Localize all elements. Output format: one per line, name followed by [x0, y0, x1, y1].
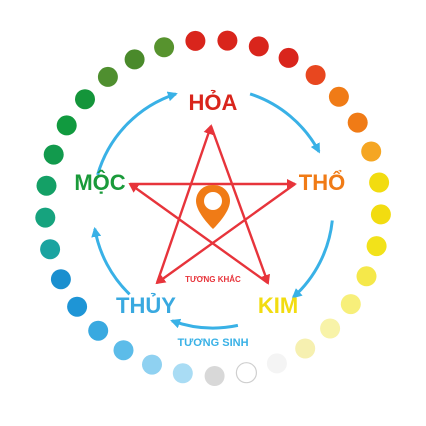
ring-dot	[40, 239, 61, 260]
generating-arrow	[291, 220, 334, 299]
element-label-hoa: HỎA	[189, 90, 238, 115]
ring-dot	[88, 320, 109, 341]
ring-dot	[328, 86, 349, 107]
ring-dot	[43, 144, 64, 165]
ring-dot	[305, 65, 326, 85]
overcoming-label: TƯƠNG KHẮC	[185, 275, 241, 284]
ring-dot	[142, 354, 162, 375]
ring-dot	[56, 115, 77, 136]
generating-arrow	[170, 318, 239, 330]
generating-arrow	[249, 92, 321, 154]
ring-dot	[204, 366, 225, 386]
ring-dot	[248, 36, 269, 57]
ring-dot	[172, 363, 193, 384]
ring-dot	[361, 141, 382, 162]
generating-arrow	[96, 91, 178, 176]
overcoming-arrow	[155, 183, 296, 285]
ring-dot	[185, 30, 206, 51]
generating-arrow	[91, 226, 131, 296]
ring-dot	[369, 172, 390, 193]
ring-dot	[320, 318, 341, 339]
ring-dot	[36, 175, 57, 196]
location-pin-icon	[196, 185, 230, 229]
element-label-kim: KIM	[258, 293, 298, 318]
ring-dot	[340, 294, 361, 315]
element-label-tho: THỔ	[299, 170, 345, 195]
dot-ring	[35, 30, 391, 386]
ring-dot	[217, 30, 238, 51]
ring-dot	[35, 207, 56, 228]
ring-dot	[124, 49, 145, 70]
generating-cycle-arrows	[91, 91, 334, 330]
element-label-thuy: THỦY	[116, 293, 176, 318]
overcoming-arrow	[155, 124, 214, 284]
overcoming-arrow	[128, 182, 269, 284]
overcoming-arrow	[209, 125, 270, 285]
ring-dot	[154, 37, 175, 58]
generating-label: TƯƠNG SINH	[177, 337, 248, 349]
element-label-moc: MỘC	[74, 170, 125, 195]
ring-dot	[356, 266, 377, 287]
ring-dot	[278, 47, 299, 68]
ring-dot	[370, 204, 391, 225]
ring-dot	[266, 353, 287, 374]
ring-dot	[67, 296, 88, 317]
overcoming-star-arrows	[128, 124, 297, 285]
ring-dot	[97, 66, 118, 87]
ring-dot	[295, 338, 316, 359]
ring-dot	[366, 236, 387, 257]
ring-dot	[75, 89, 95, 110]
ring-dot	[347, 112, 368, 133]
ring-dot	[50, 269, 71, 290]
ring-dot	[235, 362, 257, 384]
ring-dot	[113, 340, 134, 361]
